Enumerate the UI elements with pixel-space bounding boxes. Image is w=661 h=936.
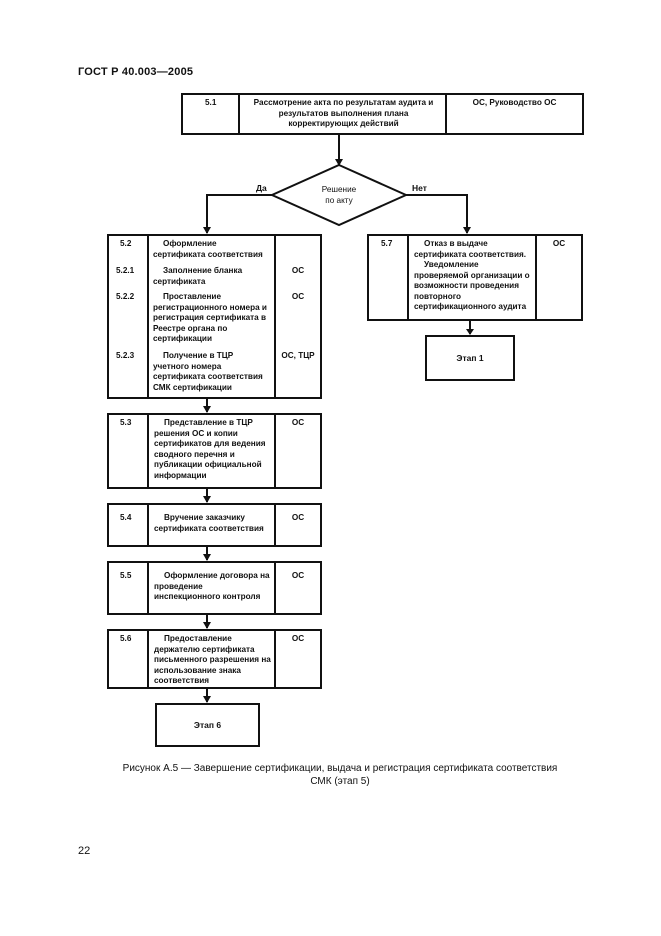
step-description: Оформление сертификата соответствия <box>153 239 263 259</box>
step-description-part1: Отказ в выдаче сертификата соответствия. <box>414 239 527 259</box>
caption-line2: СМК (этап 5) <box>310 776 370 787</box>
step-description-part2: Уведомление проверяемой организации о во… <box>414 260 530 311</box>
step-number: 5.2 <box>120 239 132 248</box>
step-responsible: ОС <box>274 505 320 545</box>
decision-text-line1: Решение <box>321 185 357 194</box>
step-responsible: ОС <box>535 236 581 319</box>
step-responsible: ОС <box>274 631 320 687</box>
stage-1-terminator: Этап 1 <box>425 335 515 381</box>
substep-description: Проставление регистрационного номера и р… <box>153 292 267 343</box>
arrowhead-icon <box>203 622 211 629</box>
step-5-7: 5.7 Отказ в выдаче сертификата соответст… <box>367 234 583 321</box>
step-5-1: 5.1 Рассмотрение акта по результатам ауд… <box>181 93 584 135</box>
resp-column <box>274 236 320 397</box>
step-5-5: 5.5 Оформление договора на проведение ин… <box>107 561 322 615</box>
substep-responsible: ОС, ТЦР <box>281 351 315 360</box>
page-number: 22 <box>78 845 91 857</box>
step-number: 5.4 <box>120 513 132 522</box>
arrowhead-icon <box>203 496 211 503</box>
decision-diamond <box>269 163 409 227</box>
step-number: 5.7 <box>381 239 393 248</box>
no-label: Нет <box>412 183 427 193</box>
step-description: Вручение заказчику сертификата соответст… <box>147 505 274 545</box>
step-number: 5.1 <box>205 98 217 107</box>
step-description: Оформление договора на проведение инспек… <box>147 563 274 613</box>
step-description: Представление в ТЦР решения ОС и копии с… <box>147 415 274 487</box>
step-description: Предоставление держателю сертификата пис… <box>147 631 274 687</box>
arrowhead-icon <box>203 554 211 561</box>
substep-responsible: ОС <box>291 292 305 301</box>
stage-6-terminator: Этап 6 <box>155 703 260 747</box>
arrowhead-icon <box>203 696 211 703</box>
step-description: Отказ в выдаче сертификата соответствия.… <box>407 236 535 319</box>
arrowhead-icon <box>203 227 211 234</box>
arrowhead-icon <box>203 406 211 413</box>
step-5-6: 5.6 Предоставление держателю сертификата… <box>107 629 322 689</box>
connector-no <box>406 194 468 233</box>
arrowhead-icon <box>463 227 471 234</box>
yes-label: Да <box>256 183 267 193</box>
substep-description: Получение в ТЦР учетного номера сертифик… <box>153 351 263 392</box>
step-5-2: 5.2 Оформление сертификата соответствия … <box>107 234 322 399</box>
step-description: Рассмотрение акта по результатам аудита … <box>238 95 445 133</box>
figure-caption: Рисунок А.5 — Завершение сертификации, в… <box>100 762 580 788</box>
document-header: ГОСТ Р 40.003—2005 <box>78 66 194 78</box>
substep-number: 5.2.1 <box>116 266 135 275</box>
substep-number: 5.2.3 <box>116 351 135 360</box>
substep-description: Заполнение бланка сертификата <box>153 266 243 286</box>
step-5-3: 5.3 Представление в ТЦР решения ОС и коп… <box>107 413 322 489</box>
decision-text: Решение по акту <box>304 184 374 206</box>
connector-yes <box>206 194 272 233</box>
step-responsible: ОС, Руководство ОС <box>445 95 582 133</box>
step-number: 5.3 <box>120 418 132 427</box>
arrowhead-icon <box>335 159 343 166</box>
substep-number: 5.2.2 <box>116 292 135 301</box>
substep-responsible: ОС <box>291 266 305 275</box>
step-number: 5.6 <box>120 634 132 643</box>
step-responsible: ОС <box>274 415 320 487</box>
number-column <box>109 236 147 397</box>
arrowhead-icon <box>466 329 474 335</box>
text-column <box>147 236 274 397</box>
step-responsible: ОС <box>274 563 320 613</box>
caption-line1: Рисунок А.5 — Завершение сертификации, в… <box>122 763 558 774</box>
step-number: 5.5 <box>120 571 132 580</box>
decision-text-line2: по акту <box>325 196 353 205</box>
step-5-4: 5.4 Вручение заказчику сертификата соотв… <box>107 503 322 547</box>
